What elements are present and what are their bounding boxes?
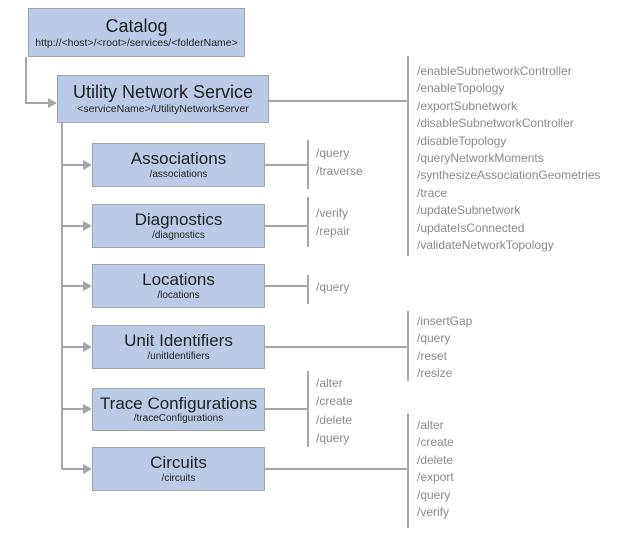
tick-unit-identifiers-operations: [407, 311, 409, 381]
operation-label: /create: [417, 435, 454, 450]
node-locations-title: Locations: [142, 270, 215, 290]
operation-label: /repair: [316, 224, 351, 239]
connector-diagnostics-operations: [265, 225, 308, 227]
operation-label: /insertGap: [417, 314, 473, 328]
tick-locations-operations: [307, 275, 309, 304]
operation-label: /delete: [316, 412, 353, 427]
operation-label: /reset: [417, 348, 448, 363]
arrowhead-to-unit-identifiers: [83, 342, 92, 352]
operation-label: /query: [316, 280, 350, 294]
connector-associations-operations: [265, 164, 308, 166]
connector-branch-associations: [61, 164, 84, 166]
node-utility-network-service: Utility Network Service <serviceName>/Ut…: [57, 75, 269, 123]
node-diagnostics-path: /diagnostics: [152, 229, 205, 241]
node-catalog: Catalog http://<host>/<root>/services/<f…: [28, 8, 245, 57]
tick-circuits-operations: [407, 414, 409, 528]
connector-branch-diagnostics: [61, 225, 84, 227]
operation-label: /validateNetworkTopology: [417, 238, 554, 253]
operation-label: /queryNetworkMoments: [417, 151, 544, 166]
operation-label: /synthesizeAssociationGeometries: [417, 168, 601, 183]
operation-label: /disableSubnetworkController: [417, 116, 574, 131]
node-unit-identifiers-path: /unitIdentifiers: [147, 350, 210, 362]
operation-label: /query: [316, 431, 350, 446]
operation-label: /enableTopology: [417, 81, 505, 96]
arrowhead-to-locations: [83, 281, 92, 291]
connector-circuits-operations: [265, 468, 408, 470]
operation-label: /query: [316, 146, 350, 160]
operation-label: /alter: [316, 376, 343, 390]
connector-catalog-right: [25, 102, 49, 104]
tick-uns-operations: [407, 56, 409, 256]
operations-list-trace-configurations: /alter /create /delete /query: [316, 374, 353, 448]
arrowhead-to-utility-network-service: [48, 98, 57, 108]
operation-label: /query: [417, 331, 451, 346]
operations-list-utility-network-service: /enableSubnetworkController /enableTopol…: [417, 63, 600, 254]
operation-label: /alter: [417, 418, 444, 432]
node-diagnostics: Diagnostics /diagnostics: [92, 204, 265, 248]
operation-label: /trace: [417, 185, 448, 200]
operation-label: /resize: [417, 366, 453, 381]
node-trace-configurations-path: /traceConfigurations: [133, 413, 224, 425]
node-circuits-path: /circuits: [161, 472, 196, 484]
connector-catalog-down: [25, 57, 27, 103]
connector-branch-unit-identifiers: [61, 346, 84, 348]
operation-label: /updateSubnetwork: [417, 203, 521, 218]
tick-diagnostics-operations: [307, 197, 309, 247]
node-locations-path: /locations: [157, 289, 200, 301]
operation-label: /export: [417, 470, 454, 485]
tick-associations-operations: [307, 140, 309, 189]
arrowhead-to-diagnostics: [83, 221, 92, 231]
operations-list-unit-identifiers: /insertGap /query /reset /resize: [417, 313, 472, 383]
connector-trunk: [61, 122, 63, 469]
operation-label: /verify: [316, 206, 349, 220]
operation-label: /disableTopology: [417, 133, 507, 148]
operation-label: /delete: [417, 452, 454, 467]
connector-locations-operations: [265, 285, 308, 287]
operation-label: /traverse: [316, 164, 363, 179]
node-catalog-title: Catalog: [105, 15, 168, 36]
operation-label: /query: [417, 487, 451, 502]
operation-label: /verify: [417, 505, 450, 520]
arrowhead-to-circuits: [83, 464, 92, 474]
operation-label: /enableSubnetworkController: [417, 64, 572, 78]
connector-branch-circuits: [61, 468, 84, 470]
arrowhead-to-associations: [83, 160, 92, 170]
connector-trace-configurations-operations: [265, 408, 308, 410]
operations-list-circuits: /alter /create /delete /export /query /v…: [417, 417, 454, 521]
arrowhead-to-trace-configurations: [83, 404, 92, 414]
node-utility-network-service-path: <serviceName>/UtilityNetworkServer: [77, 103, 249, 116]
connector-unit-identifiers-operations: [265, 346, 408, 348]
connector-branch-locations: [61, 285, 84, 287]
operation-label: /exportSubnetwork: [417, 98, 518, 113]
node-catalog-url: http://<host>/<root>/services/<folderNam…: [35, 36, 238, 49]
connector-branch-trace-configurations: [61, 408, 84, 410]
node-diagnostics-title: Diagnostics: [134, 210, 223, 230]
node-circuits: Circuits /circuits: [92, 447, 265, 491]
operations-list-locations: /query: [316, 278, 349, 296]
operations-list-associations: /query /traverse: [316, 144, 363, 181]
node-locations: Locations /locations: [92, 264, 265, 308]
node-utility-network-service-title: Utility Network Service: [72, 82, 254, 103]
node-associations-path: /associations: [149, 168, 208, 180]
operation-label: /create: [316, 394, 353, 409]
operations-list-diagnostics: /verify /repair: [316, 204, 350, 241]
node-trace-configurations-title: Trace Configurations: [99, 393, 258, 413]
connector-uns-operations: [268, 100, 408, 102]
tick-trace-configurations-operations: [307, 371, 309, 447]
node-circuits-title: Circuits: [150, 453, 207, 473]
node-trace-configurations: Trace Configurations /traceConfiguration…: [92, 388, 265, 431]
node-unit-identifiers: Unit Identifiers /unitIdentifiers: [92, 325, 265, 369]
node-associations-title: Associations: [130, 149, 227, 169]
node-associations: Associations /associations: [92, 143, 265, 187]
node-unit-identifiers-title: Unit Identifiers: [124, 331, 233, 351]
operation-label: /updateIsConnected: [417, 220, 525, 235]
